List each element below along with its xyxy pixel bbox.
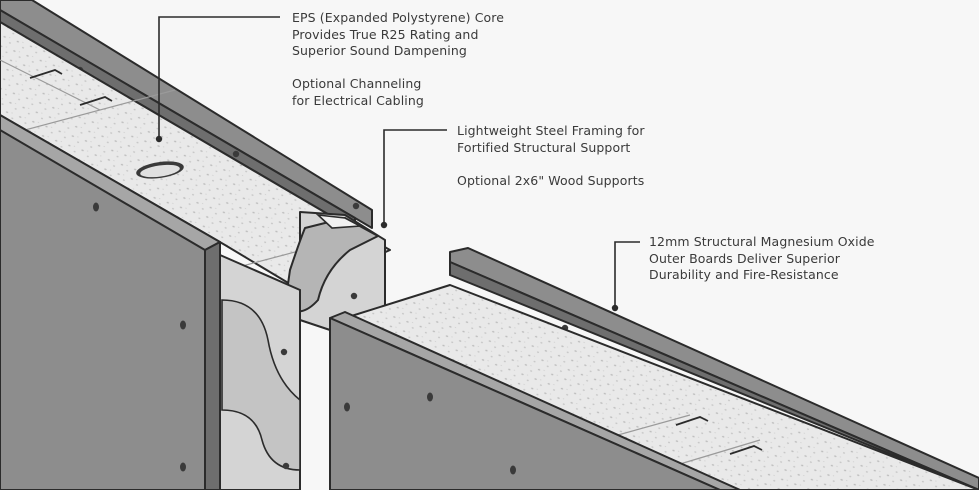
eps-core-line-2: Provides True R25 Rating and	[292, 26, 479, 42]
leader-steel-framing-dot	[380, 221, 388, 229]
leader-mgo-boards	[614, 241, 640, 308]
steel-framing-line-2: Fortified Structural Support	[457, 139, 631, 155]
leader-eps-core	[158, 16, 280, 139]
mgo-boards-line-2: Outer Boards Deliver Superior	[649, 250, 840, 266]
leader-steel-framing	[383, 129, 447, 225]
mgo-boards-line-1: 12mm Structural Magnesium Oxide	[649, 234, 875, 249]
right-front-board	[329, 311, 741, 490]
leader-mgo-boards-dot	[611, 304, 619, 312]
eps-core-line-3: Superior Sound Dampening	[292, 43, 467, 58]
leader-eps-core-dot	[155, 135, 163, 143]
eps-core-option-line-2: for Electrical Cabling	[292, 92, 424, 108]
spacer	[457, 156, 645, 173]
eps-core-option-line-1: Optional Channeling	[292, 76, 422, 91]
mgo-boards-line-3: Durability and Fire-Resistance	[649, 267, 839, 282]
callout-mgo-boards: 12mm Structural Magnesium Oxide Outer Bo…	[649, 234, 875, 284]
steel-framing-line-1: Lightweight Steel Framing for	[457, 123, 645, 138]
left-back-board	[0, 0, 373, 231]
callout-eps-core: EPS (Expanded Polystyrene) Core Provides…	[292, 10, 504, 109]
steel-framing-option-line-1: Optional 2x6" Wood Supports	[457, 172, 645, 188]
spacer	[292, 60, 504, 77]
leader-lines	[155, 16, 640, 312]
left-front-board	[0, 114, 221, 490]
eps-core-line-1: EPS (Expanded Polystyrene) Core	[292, 10, 505, 25]
right-back-board	[449, 247, 979, 490]
callout-steel-framing: Lightweight Steel Framing for Fortified …	[457, 123, 645, 189]
